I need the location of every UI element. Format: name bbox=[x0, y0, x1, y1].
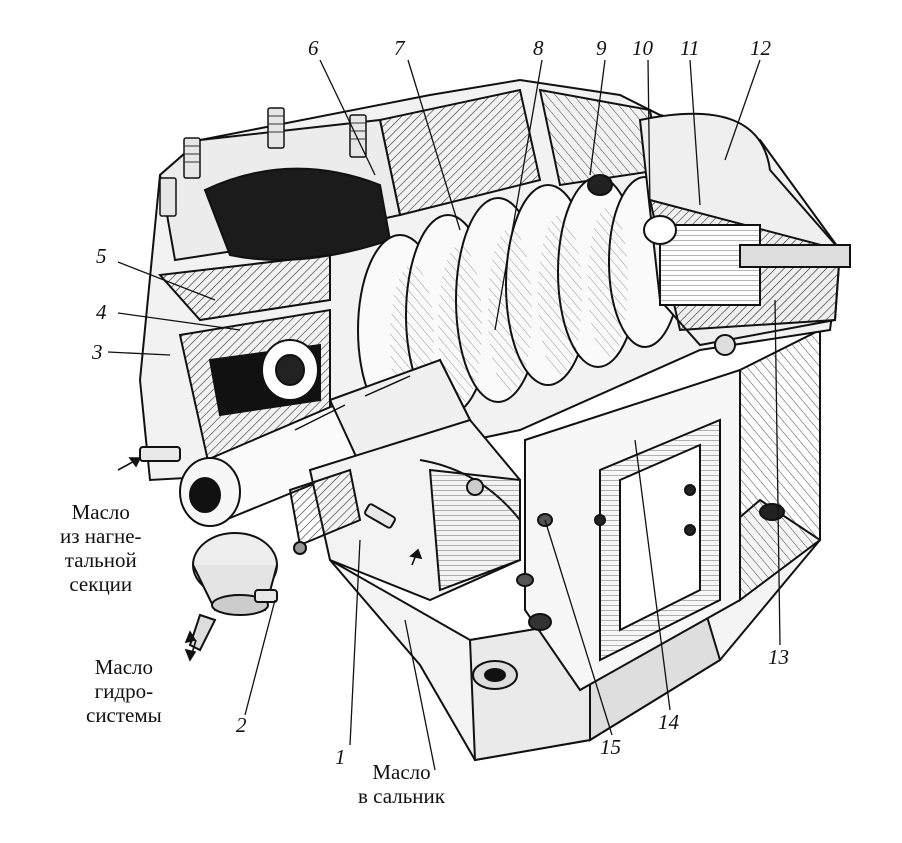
annotation-oil-to-seal: Масло в сальник bbox=[358, 760, 445, 808]
oil-flow-arrows bbox=[117, 457, 423, 662]
annotation-line: из нагне- bbox=[60, 524, 142, 549]
callout-7: 7 bbox=[394, 36, 405, 60]
annotation-line: тальной bbox=[64, 548, 137, 573]
callout-5: 5 bbox=[96, 244, 107, 268]
callout-10: 10 bbox=[632, 36, 653, 60]
callout-8: 8 bbox=[533, 36, 544, 60]
oil-fittings bbox=[139, 334, 736, 603]
annotation-line: системы bbox=[86, 703, 162, 728]
drive-shaft bbox=[179, 358, 472, 527]
annotation-oil-from-discharge: Масло из нагне- тальной секции bbox=[60, 500, 142, 597]
annotation-line: секции bbox=[69, 572, 133, 597]
callout-15: 15 bbox=[600, 735, 621, 759]
seal-housing bbox=[288, 418, 521, 602]
callout-13: 13 bbox=[768, 645, 789, 669]
base-frame bbox=[329, 328, 822, 762]
rear-bearing-assembly bbox=[587, 112, 851, 347]
callout-12: 12 bbox=[750, 36, 771, 60]
callout-1: 1 bbox=[335, 745, 346, 769]
callout-9: 9 bbox=[596, 36, 607, 60]
callout-6: 6 bbox=[308, 36, 319, 60]
callout-2: 2 bbox=[236, 713, 247, 737]
callout-14: 14 bbox=[658, 710, 679, 734]
annotation-line: гидро- bbox=[94, 679, 154, 704]
annotation-oil-hydraulic: Масло гидро- системы bbox=[86, 655, 162, 727]
annotation-line: Масло bbox=[372, 760, 431, 784]
callout-4: 4 bbox=[96, 300, 107, 324]
callout-3: 3 bbox=[92, 340, 103, 364]
annotation-line: Масло bbox=[71, 500, 130, 524]
annotation-line: Масло bbox=[94, 655, 154, 679]
leader-lines bbox=[107, 59, 781, 771]
annotation-line: в сальник bbox=[358, 784, 445, 809]
callout-11: 11 bbox=[680, 36, 700, 60]
